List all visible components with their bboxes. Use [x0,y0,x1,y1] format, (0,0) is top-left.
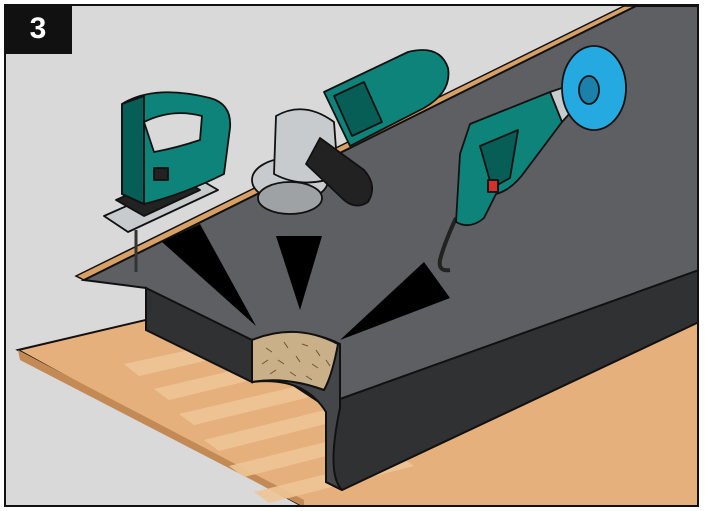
arrow-angle-grinder [276,236,322,310]
worktop-cutout-scene [15,6,697,505]
cut-edge-chipboard-core [251,330,340,392]
arrow-drill [340,262,450,340]
chipboard-texture [261,341,331,381]
drill-with-sanding-disc-icon [437,45,627,273]
step-number-badge: 3 [4,4,72,54]
jigsaw-icon [103,91,232,272]
arrow-jigsaw [162,224,256,326]
tool-pointer-arrows [162,224,450,340]
angle-grinder-icon [251,49,450,215]
